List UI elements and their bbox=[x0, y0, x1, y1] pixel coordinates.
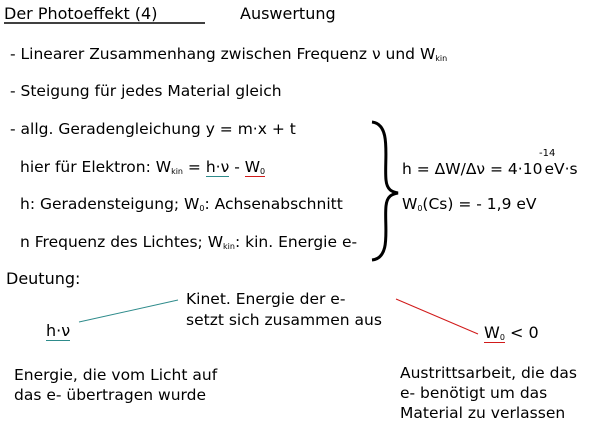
connector-line-red bbox=[395, 298, 479, 335]
work-function-line1: Austrittsarbeit, die das bbox=[400, 364, 577, 382]
bullet-slope: - Steigung für jedes Material gleich bbox=[10, 82, 282, 100]
frequency-definition: n Frequenz des Lichtes; Wkin: kin. Energ… bbox=[20, 233, 358, 251]
hnu-symbol: h·ν bbox=[46, 321, 71, 341]
composed-of-label: setzt sich zusammen aus bbox=[186, 311, 382, 329]
connector-line-blue bbox=[78, 299, 179, 323]
curly-brace bbox=[371, 120, 399, 262]
planck-exponent: -14 bbox=[539, 148, 556, 159]
section-title: Auswertung bbox=[240, 4, 336, 23]
work-function-line2: e- benötigt um das bbox=[400, 384, 548, 402]
slope-definition: h: Geradensteigung; W0: Achsenabschnitt bbox=[20, 195, 343, 213]
w0-symbol: W0 < 0 bbox=[484, 323, 539, 343]
kinetic-energy-label: Kinet. Energie der e- bbox=[186, 290, 346, 308]
light-energy-line2: das e- übertragen wurde bbox=[14, 386, 207, 404]
w0-term: W0 bbox=[244, 158, 266, 177]
light-energy-line1: Energie, die vom Licht auf bbox=[14, 366, 218, 384]
electron-equation: hier für Elektron: Wkin = h·ν - W0 bbox=[20, 158, 266, 177]
page-title: Der Photoeffekt (4) bbox=[4, 4, 158, 23]
hnu-term: h·ν bbox=[205, 158, 230, 177]
bullet-line-equation: - allg. Geradengleichung y = m·x + t bbox=[10, 120, 296, 138]
work-function-result: W0(Cs) = - 1,9 eV bbox=[402, 195, 537, 213]
work-function-line3: Material zu verlassen bbox=[400, 404, 566, 422]
deutung-heading: Deutung: bbox=[6, 269, 81, 288]
bullet-linear: - Linearer Zusammenhang zwischen Frequen… bbox=[10, 45, 448, 63]
